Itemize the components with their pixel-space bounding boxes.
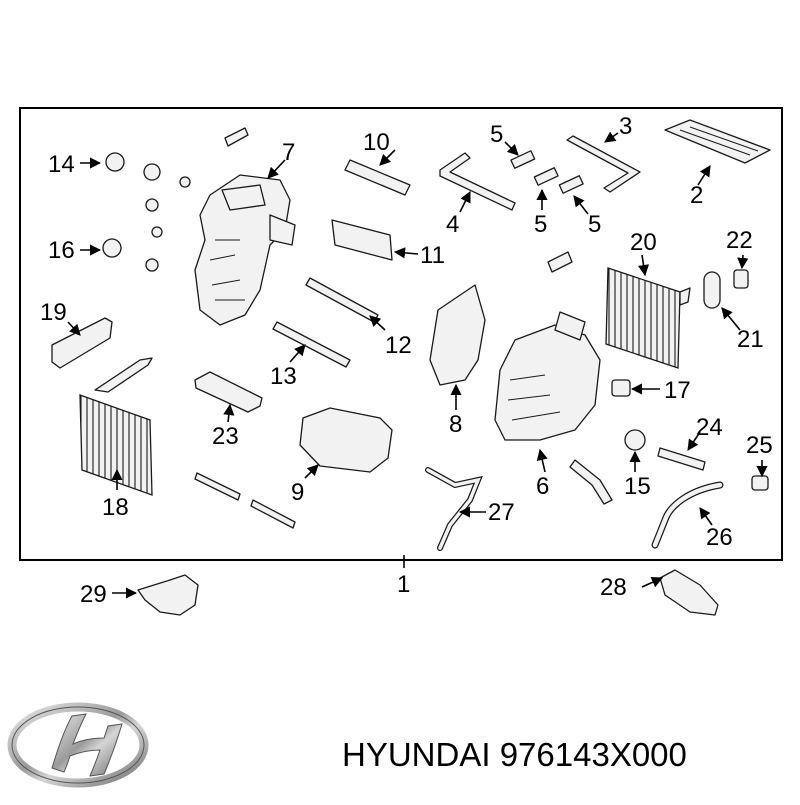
part-caption: HYUNDAI 976143X000	[342, 736, 792, 786]
part-3-seal-frame	[566, 135, 641, 193]
part-23-duct	[194, 371, 263, 413]
part-13-seal	[272, 321, 351, 368]
part-clip-small-c	[145, 198, 159, 212]
leader-lines	[67, 131, 768, 599]
callout-24: 24	[696, 414, 723, 441]
part-7-housing-left	[194, 174, 296, 326]
part-5-clip-a	[510, 150, 536, 169]
part-12-seal	[305, 277, 379, 323]
hyundai-logo-icon	[0, 690, 150, 800]
callout-9: 9	[291, 479, 304, 506]
part-17-actuator	[611, 379, 631, 397]
part-8-case	[429, 284, 486, 386]
part-24-rod	[657, 447, 706, 471]
part-hose	[569, 459, 613, 505]
part-18-heater-core	[79, 357, 153, 496]
part-10-strip	[344, 159, 411, 196]
callout-1: 1	[397, 571, 410, 598]
part-clip-small-b	[179, 176, 191, 188]
callout-10: 10	[363, 129, 390, 156]
part-19-bracket	[51, 317, 113, 369]
part-9-tray	[299, 407, 393, 473]
part-clip-mid	[547, 251, 573, 273]
part-22-plug	[733, 269, 749, 289]
part-clip-small-d	[151, 226, 163, 238]
callout-8: 8	[449, 411, 462, 438]
callout-4: 4	[446, 211, 459, 238]
callout-13: 13	[270, 363, 297, 390]
part-clip-small-e	[145, 258, 159, 272]
callout-12: 12	[385, 332, 412, 359]
part-5-clip-c	[558, 175, 584, 194]
part-21-grommet	[703, 271, 721, 309]
callout-labels: 1 2 3 4 5 5 5 6 7 8 9 10 11 12 13 14 15 …	[40, 113, 773, 608]
callout-5a: 5	[490, 121, 503, 148]
callout-26: 26	[706, 524, 733, 551]
callout-27: 27	[488, 499, 515, 526]
callout-2: 2	[690, 182, 703, 209]
callout-7: 7	[282, 139, 295, 166]
part-16-clip	[102, 238, 122, 258]
callout-15: 15	[624, 473, 651, 500]
diagram-frame	[19, 107, 783, 561]
part-4-frame-seal	[439, 152, 516, 211]
callout-14: 14	[48, 151, 75, 178]
callout-20: 20	[630, 229, 657, 256]
callout-18: 18	[102, 494, 129, 521]
callout-19: 19	[40, 299, 67, 326]
callout-11: 11	[420, 242, 445, 269]
part-5-clip-b	[533, 167, 559, 186]
part-14-clip	[105, 152, 125, 172]
callout-28: 28	[600, 574, 627, 601]
part-15-motor	[624, 429, 646, 451]
part-rod-a	[194, 472, 241, 501]
part-29-duct	[137, 574, 199, 616]
part-number: 976143X000	[499, 736, 687, 773]
part-2-filter	[664, 119, 771, 164]
callout-17: 17	[664, 377, 691, 404]
part-25-connector	[751, 475, 769, 491]
callout-3: 3	[619, 113, 632, 140]
callout-6: 6	[536, 473, 549, 500]
part-clip-small-a	[143, 163, 161, 181]
part-28-duct	[659, 569, 719, 616]
part-clip-top	[224, 127, 249, 147]
callout-5c: 5	[588, 211, 601, 238]
callout-16: 16	[48, 237, 75, 264]
callout-23: 23	[212, 423, 239, 450]
callout-29: 29	[80, 581, 107, 608]
part-11-bracket	[331, 219, 393, 261]
part-rod-b	[250, 499, 296, 529]
part-20-evaporator	[605, 267, 691, 369]
part-6-housing-right	[494, 311, 601, 441]
callout-25: 25	[746, 432, 773, 459]
brand-name: HYUNDAI	[342, 736, 491, 773]
callout-21: 21	[737, 326, 764, 353]
callout-5b: 5	[534, 211, 547, 238]
callout-22: 22	[726, 227, 753, 254]
